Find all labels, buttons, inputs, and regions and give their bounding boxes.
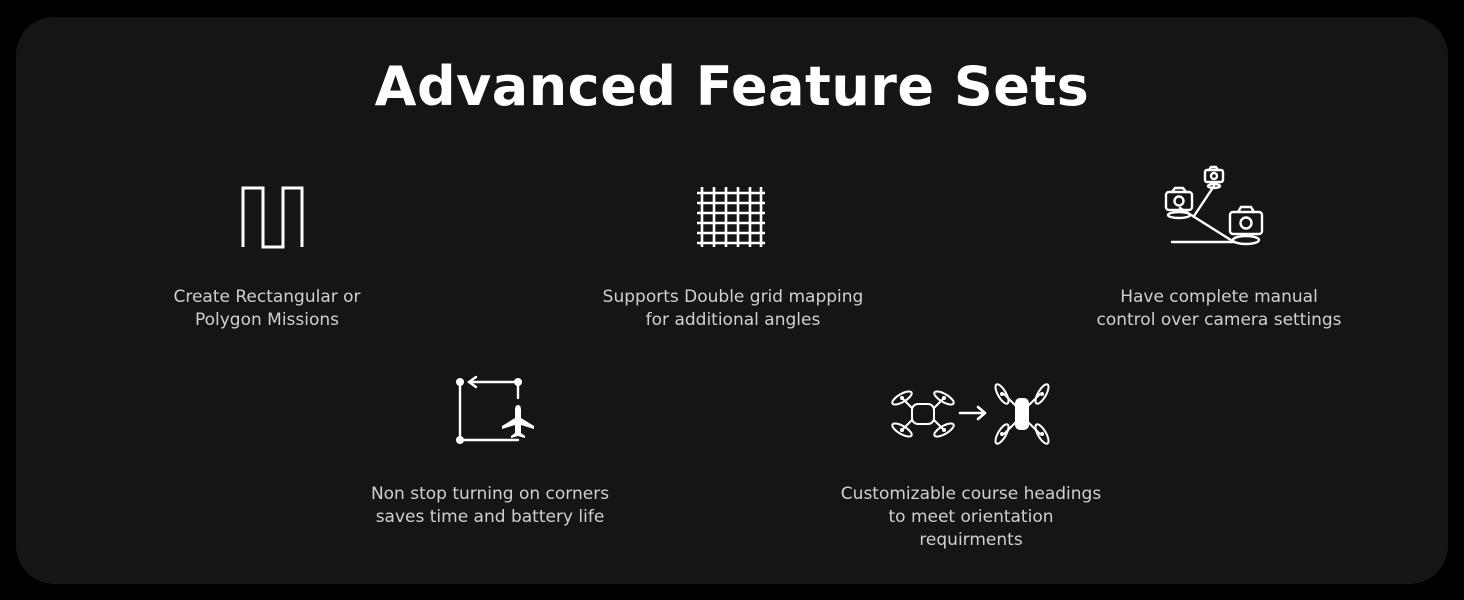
caption-line: Customizable course headings [840,484,1102,504]
lawnmower-path-icon [241,186,304,249]
camera-points-icon [1164,165,1264,246]
feature-caption-camera-control: Have complete manual control over camera… [1083,286,1355,332]
feature-caption-double-grid: Supports Double grid mapping for additio… [583,286,883,332]
page-title: Advanced Feature Sets [374,55,1090,118]
double-grid-icon [697,187,765,247]
feature-caption-polygon-missions: Create Rectangular or Polygon Missions [146,286,388,332]
caption-line: to meet orientation [888,507,1054,527]
caption-line: requirments [919,530,1023,550]
caption-line: Create Rectangular or [173,287,361,307]
feature-panel [16,17,1448,584]
caption-line: for additional angles [645,310,821,330]
caption-line: Supports Double grid mapping [602,287,864,307]
drone-heading-icon [891,383,1050,445]
caption-line: Polygon Missions [194,310,340,330]
caption-line: Non stop turning on corners [370,484,610,504]
corner-turn-plane-icon [456,375,534,444]
caption-line: saves time and battery life [375,507,605,527]
feature-caption-nonstop-turning: Non stop turning on corners saves time a… [350,483,630,529]
caption-line: control over camera settings [1096,310,1342,330]
caption-line: Have complete manual [1120,287,1318,307]
feature-caption-course-headings: Customizable course headings to meet ori… [826,483,1116,552]
